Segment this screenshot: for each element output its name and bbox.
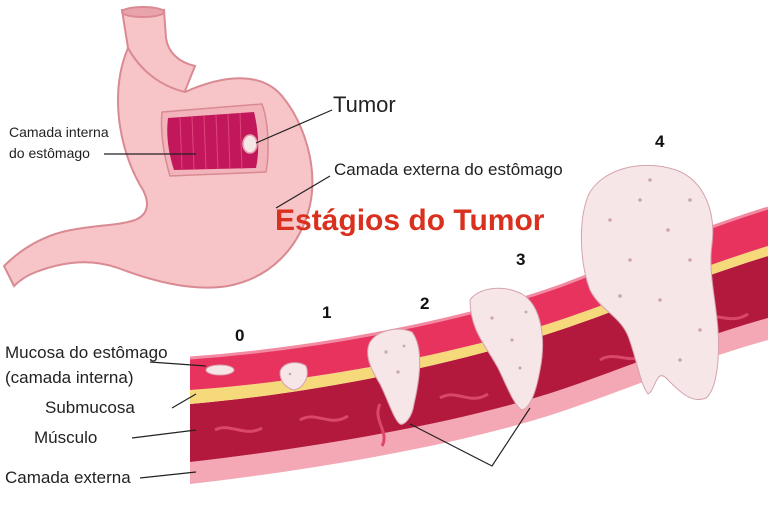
- stage-number-3: 3: [516, 250, 526, 269]
- mucosa-label-line2: (camada interna): [5, 368, 134, 387]
- outer-layer-band: [190, 318, 768, 484]
- inner-layer-label-line1: Camada interna: [9, 124, 109, 140]
- esophagus-opening: [121, 6, 165, 18]
- tumor-stage-4: [581, 164, 719, 400]
- submucosa-label: Submucosa: [45, 398, 135, 417]
- mucosa-label-line1: Mucosa do estômago: [5, 343, 168, 362]
- tumor-stage-3: [469, 287, 544, 411]
- stomach-leader-lines: [104, 109, 333, 209]
- stomach-tumor-spot: [242, 134, 258, 154]
- tumor-label: Tumor: [333, 92, 396, 117]
- tumor-stage-1: [279, 362, 308, 391]
- mucosa-leader-line: [149, 361, 207, 367]
- stomach-inner-wall: [167, 112, 259, 170]
- stage-number-4: 4: [655, 132, 665, 151]
- tumor-leader-line: [255, 109, 333, 144]
- outer-layer-band-label: Camada externa: [5, 468, 131, 487]
- submucosa-leader-line: [171, 393, 197, 409]
- stage-tumors: [205, 164, 719, 425]
- layer-leader-lines: [131, 361, 531, 479]
- tumor-speckles: [288, 178, 702, 376]
- inner-wall-folds: [179, 112, 243, 170]
- tumor-stage-0: [205, 364, 235, 376]
- submucosa-band: [190, 246, 768, 404]
- stomach-illustration: [2, 6, 314, 289]
- mucosa-band: [190, 208, 768, 390]
- tumor-stage-2: [367, 328, 421, 425]
- stage-number-1: 1: [322, 303, 332, 322]
- muscle-label: Músculo: [34, 428, 98, 447]
- outer-layer-label: Camada externa do estômago: [334, 160, 563, 179]
- outer-layer-leader-line: [275, 175, 331, 209]
- outer-leader-line: [139, 471, 197, 479]
- diagram-title: Estágios do Tumor: [275, 204, 545, 237]
- muscle-leader-line: [131, 429, 197, 439]
- stage-number-2: 2: [420, 294, 430, 313]
- inner-layer-label-line2: do estômago: [9, 145, 90, 161]
- stage-number-0: 0: [235, 326, 245, 345]
- tumor-pointer-lines: [409, 407, 531, 467]
